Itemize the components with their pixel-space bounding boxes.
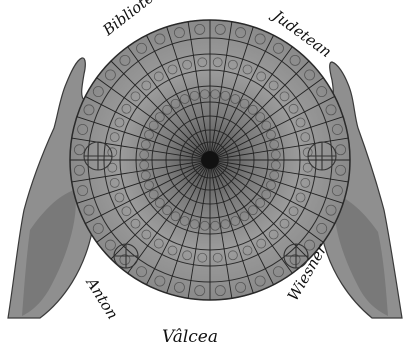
cross-motif-right [308,142,336,170]
cross-motif-bottom-left [114,244,138,268]
label-bottom-left: Anton [82,273,122,323]
cross-motif-left [84,142,112,170]
label-bottom: Vâlcea [162,327,218,347]
center-boss [201,151,219,169]
